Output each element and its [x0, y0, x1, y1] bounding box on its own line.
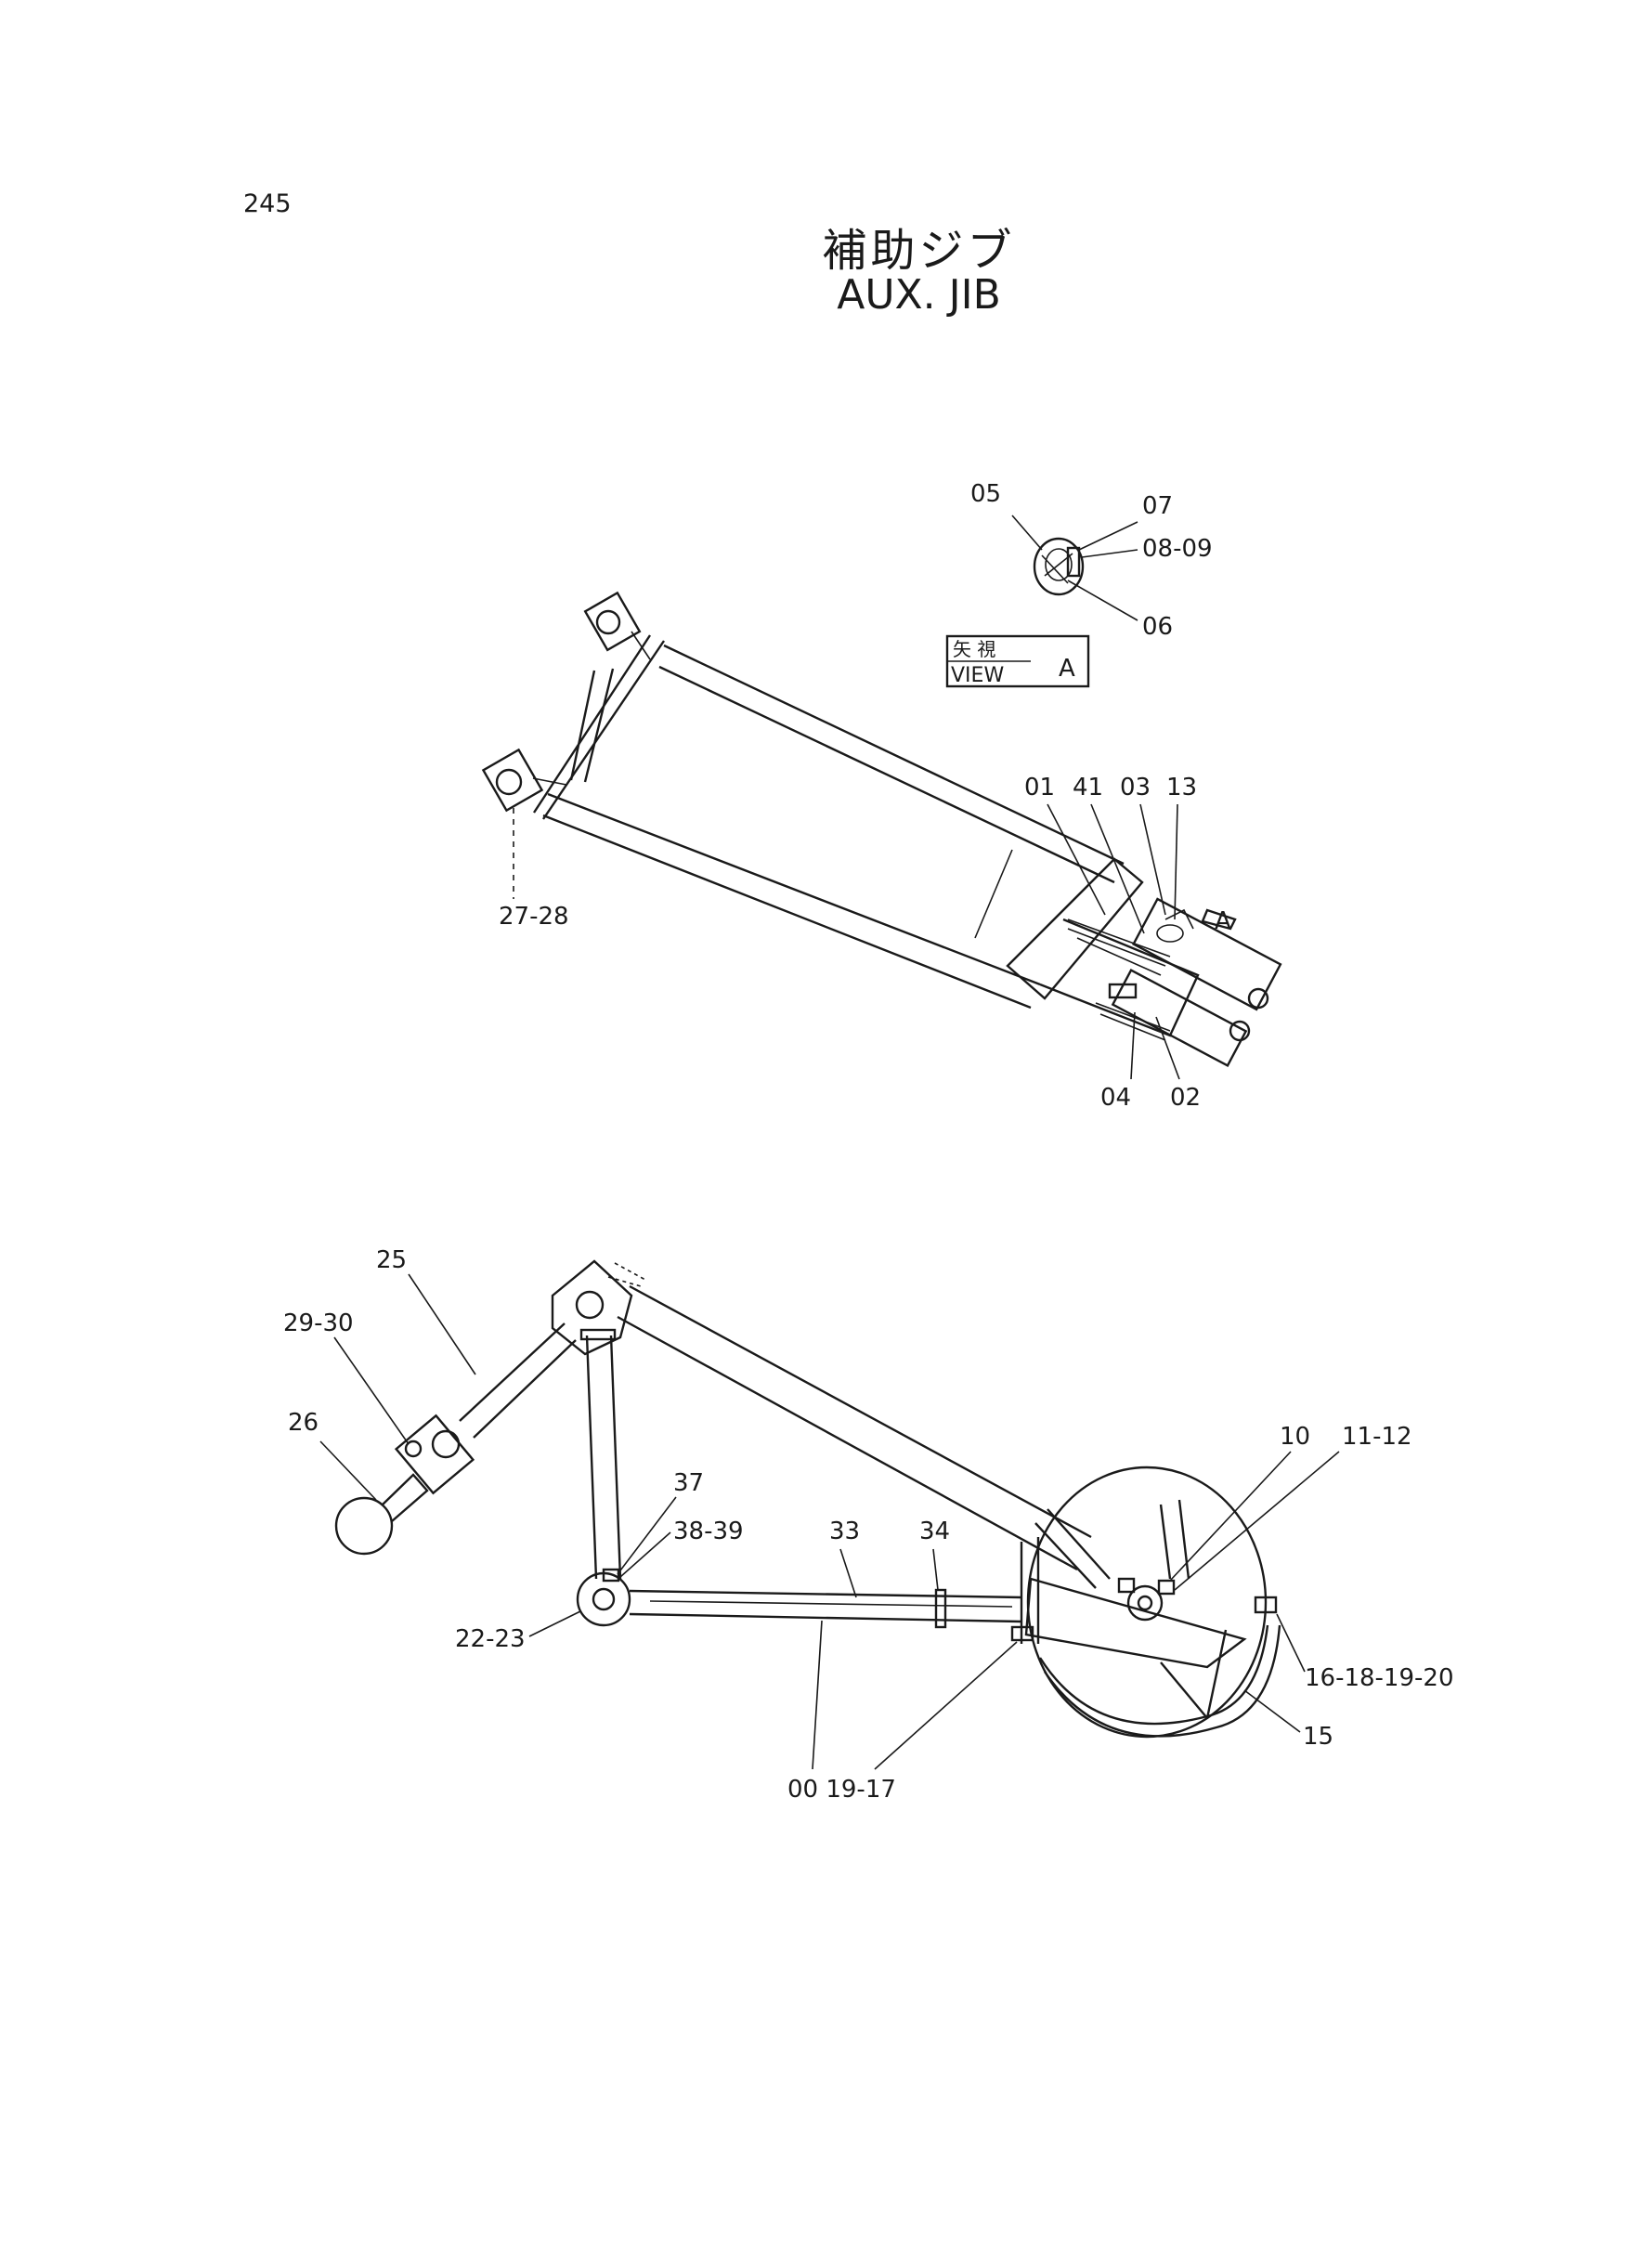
callout-37: 37: [673, 1469, 704, 1497]
jib-frame-top: [481, 591, 1282, 1068]
callout-33: 33: [829, 1518, 860, 1545]
callout-34: 34: [919, 1518, 950, 1545]
callout-00-19-17: 00 19-17: [787, 1776, 896, 1804]
callouts-bottom: 25 29-30 26 37 38-39 33 34 10 11-12 22-2…: [283, 1246, 1453, 1804]
callout-02: 02: [1170, 1084, 1201, 1112]
view-label-en: VIEW: [951, 664, 1004, 687]
view-label-letter: A: [1059, 655, 1075, 683]
callout-11-12: 11-12: [1342, 1423, 1412, 1451]
callout-05: 05: [970, 480, 1001, 508]
title-japanese: 補助ジブ: [822, 225, 1016, 277]
callout-29-30: 29-30: [283, 1309, 354, 1337]
callout-04: 04: [1100, 1084, 1131, 1112]
callout-10: 10: [1280, 1423, 1310, 1451]
title-english: AUX. JIB: [837, 271, 1001, 319]
callout-41: 41: [1073, 774, 1103, 801]
section-marker-a: A: [1215, 907, 1231, 935]
jib-side-view: [334, 1259, 1281, 1739]
callout-15: 15: [1303, 1723, 1333, 1751]
view-label-jp: 矢 視: [953, 638, 995, 660]
callout-13: 13: [1166, 774, 1197, 801]
page-number: 245: [243, 189, 292, 218]
callout-06: 06: [1142, 613, 1173, 641]
callout-26: 26: [288, 1409, 319, 1437]
callout-08-09: 08-09: [1142, 535, 1213, 563]
view-a-label-box: 矢 視 VIEW A: [945, 634, 1090, 688]
callout-25: 25: [376, 1246, 407, 1274]
callout-38-39: 38-39: [673, 1518, 744, 1545]
callout-01: 01: [1024, 774, 1055, 801]
view-a-detail: [1033, 537, 1085, 596]
callout-16-18-19-20: 16-18-19-20: [1305, 1664, 1453, 1692]
callout-07: 07: [1142, 492, 1173, 520]
callout-27-28: 27-28: [499, 903, 569, 931]
callouts-top: 05 07 08-09 06 01 41 03 13 27-28 04 02: [499, 480, 1213, 1112]
callout-22-23: 22-23: [455, 1625, 526, 1653]
callout-03: 03: [1120, 774, 1151, 801]
